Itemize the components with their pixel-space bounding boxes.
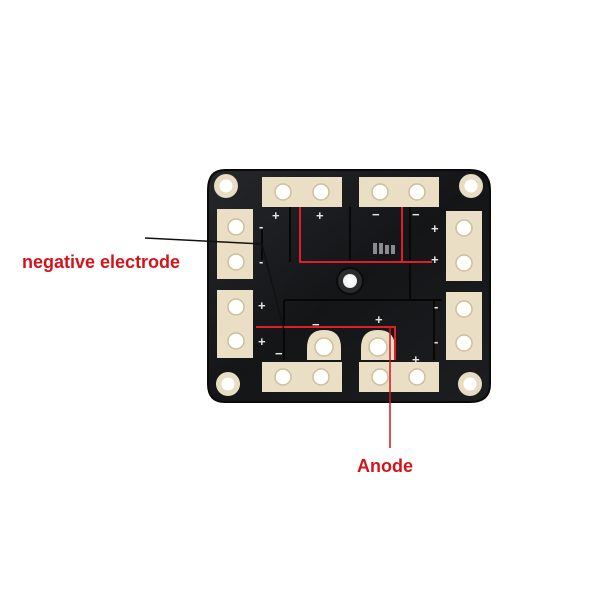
plus-mark: + (431, 252, 439, 267)
solder-pad-right-lower (446, 292, 482, 360)
plus-mark: + (431, 221, 439, 236)
solder-pad-input-positive (361, 330, 395, 360)
red-trace-outline (256, 207, 432, 360)
plus-mark: + (375, 312, 383, 327)
solder-pads (217, 177, 482, 392)
minus-mark: - (259, 254, 263, 269)
minus-mark: − (412, 207, 420, 222)
board-logo (373, 243, 395, 254)
polarity-marks: + + − − - - + + + + - - − − + + (258, 207, 439, 367)
minus-mark: - (259, 219, 263, 234)
plus-mark: + (316, 208, 324, 223)
copper-divider-lines (261, 207, 442, 360)
solder-pad-input-negative (307, 330, 341, 360)
solder-pad-right-upper (446, 211, 482, 281)
solder-pad-top-right (359, 177, 439, 207)
plus-mark: + (258, 334, 266, 349)
plus-mark: + (258, 298, 266, 313)
plus-mark: + (272, 208, 280, 223)
mounting-holes (214, 174, 483, 396)
solder-pad-top-left (262, 177, 342, 207)
minus-mark: - (434, 299, 438, 314)
plus-mark: + (412, 352, 420, 367)
anode-label: Anode (357, 456, 413, 476)
center-hole (336, 267, 364, 295)
minus-mark: - (434, 334, 438, 349)
minus-mark: − (275, 346, 283, 361)
solder-pad-bottom-left (262, 362, 342, 392)
solder-pad-left-lower (217, 290, 253, 358)
negative-electrode-label: negative electrode (22, 252, 181, 272)
solder-pad-left-upper (217, 209, 253, 279)
solder-pad-bottom-right (359, 362, 439, 392)
minus-mark: − (372, 207, 380, 222)
callout-leader-negative (144, 237, 285, 331)
minus-mark: − (312, 317, 320, 332)
